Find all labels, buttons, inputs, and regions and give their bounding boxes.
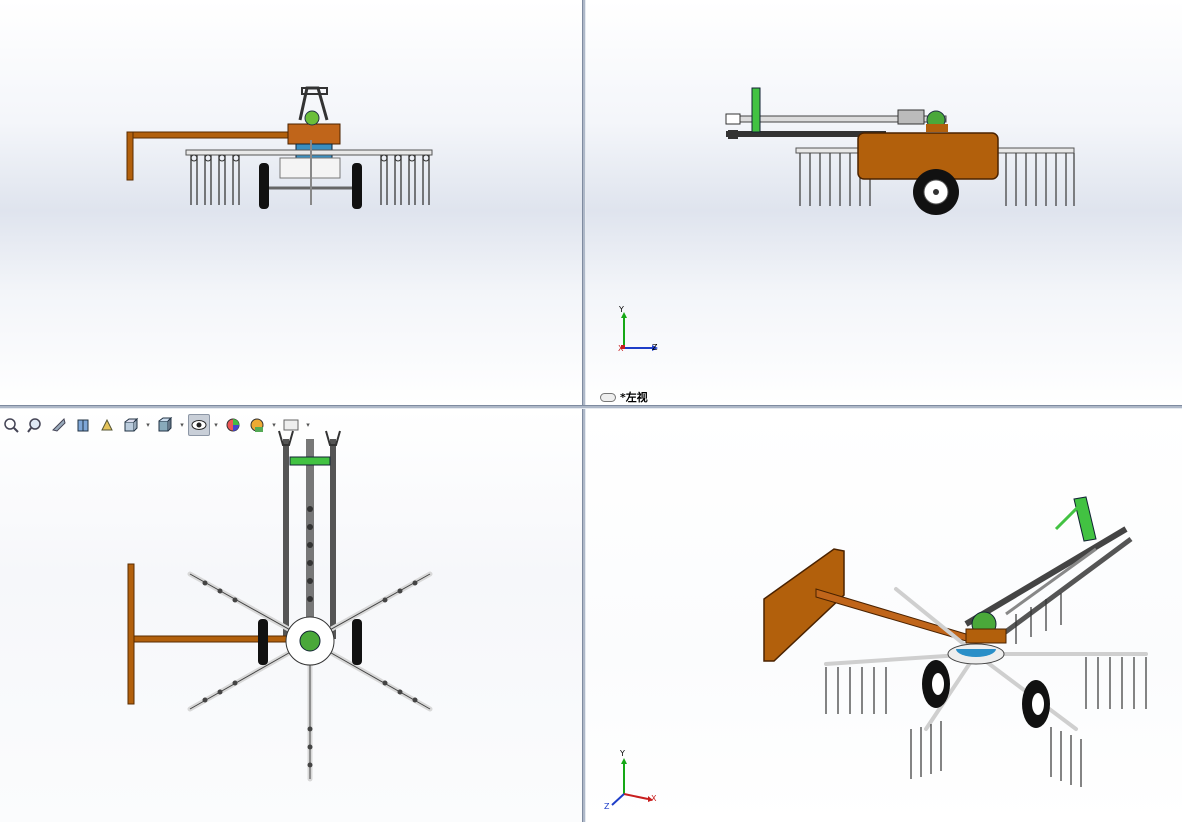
- viewport-splitter-horizontal[interactable]: [0, 405, 1182, 409]
- dynamic-annotation-icon[interactable]: [96, 414, 118, 436]
- chevron-down-icon[interactable]: ▾: [306, 421, 310, 429]
- left-view-model: [621, 87, 1075, 351]
- apply-scene-icon[interactable]: [246, 414, 268, 436]
- view-name-icon: [600, 392, 616, 402]
- axis-y-label: Y: [620, 749, 625, 758]
- section-view-icon[interactable]: [72, 414, 94, 436]
- front-view-model: [126, 86, 433, 209]
- viewport-front[interactable]: [0, 0, 582, 405]
- axis-y-label: Y: [619, 305, 624, 314]
- axis-z-label: Z: [652, 343, 658, 352]
- view-settings-icon[interactable]: [280, 414, 302, 436]
- axis-x-label: X: [651, 794, 657, 803]
- coordinate-triad-icon: [621, 312, 658, 351]
- coordinate-triad-icon: [611, 758, 653, 806]
- view-orientation-icon[interactable]: [120, 414, 142, 436]
- chevron-down-icon[interactable]: ▾: [146, 421, 150, 429]
- viewport-left[interactable]: Y Z X: [586, 0, 1182, 405]
- chevron-down-icon[interactable]: ▾: [272, 421, 276, 429]
- axis-z-label: Z: [604, 802, 610, 811]
- edit-appearance-icon[interactable]: [222, 414, 244, 436]
- display-style-icon[interactable]: [154, 414, 176, 436]
- zoom-to-fit-icon[interactable]: [0, 414, 22, 436]
- top-view-model: [127, 430, 433, 782]
- axis-x-label: X: [618, 344, 624, 353]
- previous-view-icon[interactable]: [48, 414, 70, 436]
- viewport-isometric[interactable]: Y Z X: [586, 409, 1182, 822]
- zoom-to-area-icon[interactable]: [24, 414, 46, 436]
- chevron-down-icon[interactable]: ▾: [214, 421, 218, 429]
- view-name-text: *左视: [620, 391, 648, 404]
- isometric-view-model: [611, 496, 1148, 806]
- view-name-label: *左视: [600, 389, 648, 405]
- hide-show-items-icon[interactable]: [188, 414, 210, 436]
- heads-up-view-toolbar: ▾ ▾ ▾ ▾ ▾: [0, 412, 312, 438]
- viewport-splitter-vertical[interactable]: [582, 0, 586, 822]
- viewport-top[interactable]: ▾ ▾ ▾ ▾ ▾: [0, 409, 582, 822]
- chevron-down-icon[interactable]: ▾: [180, 421, 184, 429]
